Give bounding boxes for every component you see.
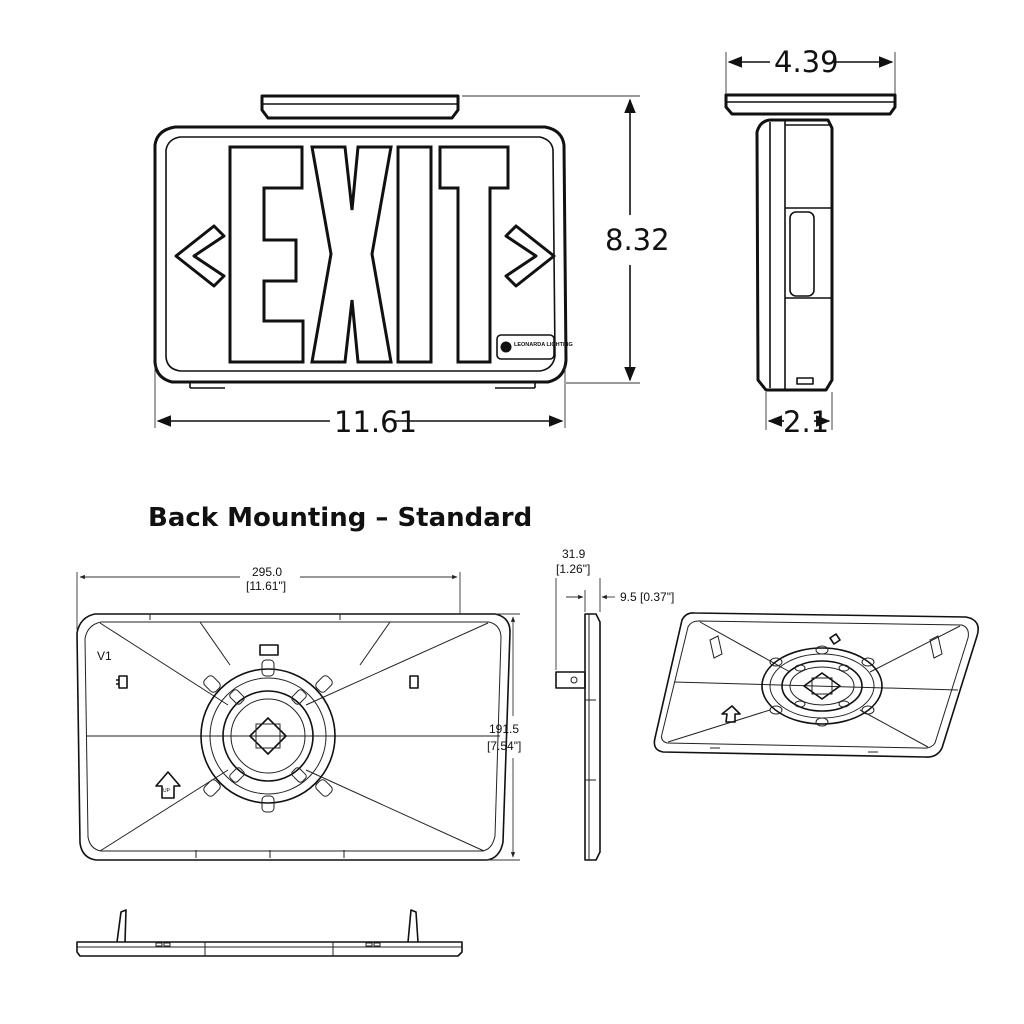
side-canopy (724, 93, 897, 116)
back-plate-outline (76, 613, 511, 861)
plate-side-outline (584, 613, 601, 861)
plate-bottom-outline (76, 941, 463, 957)
dim-thickness: 9.5 [0.37"] (620, 590, 674, 604)
letter-e (228, 145, 305, 364)
side-housing (755, 118, 834, 392)
iso-plate-outline (653, 612, 979, 758)
letter-i (396, 145, 433, 364)
front-view: LEONARDA LIGHTING 8.32 11.61 (153, 94, 670, 439)
dim-plate-height-mm: 191.5 (489, 722, 519, 736)
front-housing (153, 125, 568, 384)
dim-canopy-label: 4.39 (774, 45, 839, 79)
corner-label: V1 (97, 649, 112, 663)
plate-isometric-view (653, 612, 979, 758)
back-plate-view: UP V1 295.0 [11.61"] 191.5 [7.54"] (76, 565, 521, 861)
letter-x (310, 145, 393, 364)
dim-depth-in: [1.26"] (556, 562, 590, 576)
plate-side-view: 31.9 [1.26"] 9.5 [0.37"] (555, 547, 674, 861)
right-chevron-icon (504, 224, 556, 288)
left-chevron-icon (174, 224, 226, 288)
dim-depth-mm: 31.9 (562, 547, 586, 561)
brand-logo (496, 334, 555, 360)
section-heading: Back Mounting – Standard (148, 503, 532, 533)
dim-width-label: 11.61 (334, 405, 417, 439)
dim-plate-height-in: [7.54"] (487, 739, 521, 753)
side-view: 4.39 2.1 (724, 45, 897, 439)
dim-height-label: 8.32 (605, 223, 670, 257)
plate-bottom-view (76, 909, 463, 957)
logo-text: LEONARDA LIGHTING (514, 342, 573, 348)
dim-plate-width-mm: 295.0 (252, 565, 282, 579)
up-arrow-icon (155, 771, 181, 799)
dim-depth-label: 2.1 (783, 405, 829, 439)
front-canopy (260, 94, 460, 120)
up-label: UP (163, 788, 171, 794)
letter-t (438, 145, 510, 364)
dim-plate-width-in: [11.61"] (246, 579, 286, 593)
